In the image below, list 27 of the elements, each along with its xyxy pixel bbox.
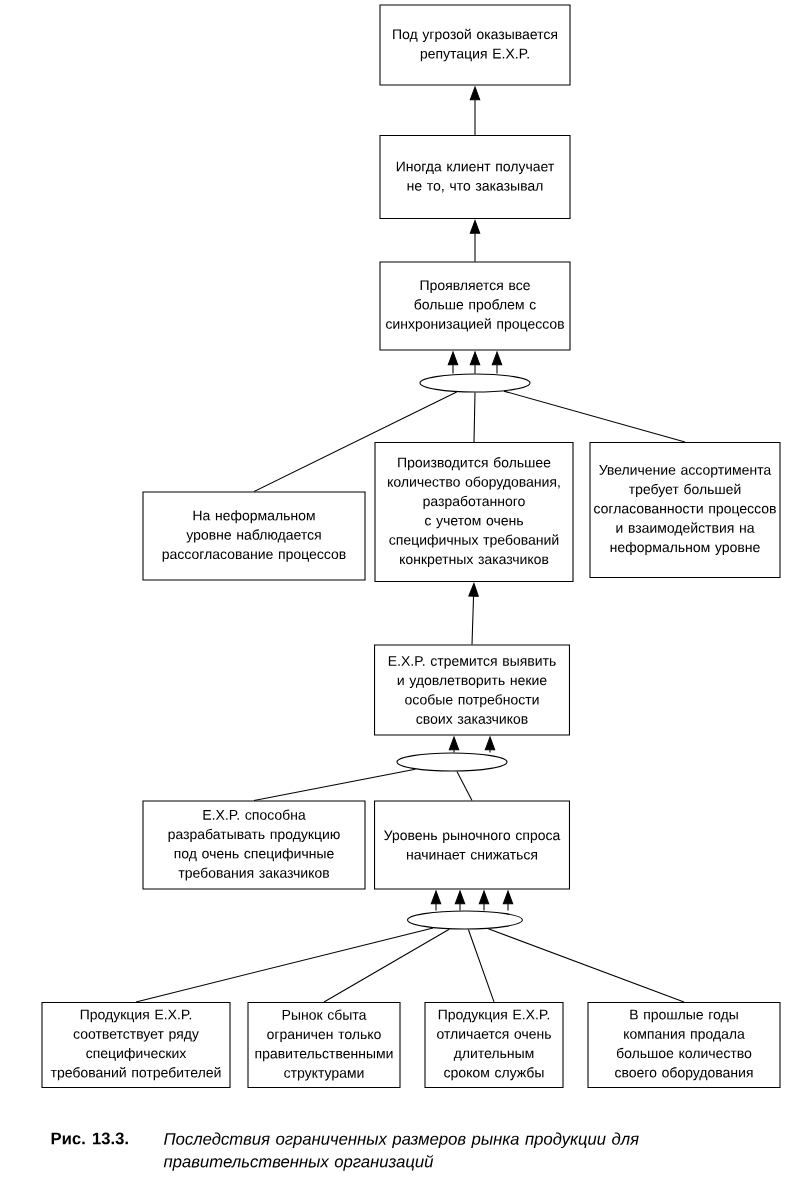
text-box: Продукция E.X.P. отличается очень длительным сроком службы [424, 1001, 564, 1089]
ellipse-connector [396, 752, 508, 772]
connector-line [473, 392, 476, 443]
figure-number: Рис. 13.3. [51, 1132, 128, 1145]
text-box: Проявляется все больше проблем с синхронизацией процессов [379, 261, 571, 351]
text-box: Рынок сбыта ограничен только правительственными структурами [247, 1001, 401, 1089]
ellipse-connector [407, 910, 523, 930]
text-box: В прошлые годы компания продала большое количество своего оборудования [587, 1001, 781, 1089]
connector-line [253, 768, 416, 801]
text-box: Под угрозой оказывается репутация E.X.P. [379, 4, 571, 86]
connector-line [503, 390, 686, 443]
text-box: Увеличение ассортимента требует большей согласованности процессов и взаимодействия на неформальном уровне [589, 442, 781, 578]
text-box: Иногда клиент получает не то, что заказывал [379, 135, 571, 219]
text-box: На неформальном уровне наблюдается рассогласование процессов [142, 491, 366, 581]
ellipse-connector [419, 373, 531, 393]
text-box: Производится большее количество оборудования, разработанного с учетом очень специфичных требований конкретных заказчиков [374, 442, 574, 582]
connector-line [323, 928, 450, 1003]
figure-caption: Последствия ограниченных размеров рынка продукции для правительственных организаций [163, 1132, 639, 1171]
connector-line [253, 391, 458, 492]
text-box: Продукция E.X.P. соответствует ряду специфических требований потребителей [41, 1001, 231, 1089]
connector-line [135, 927, 434, 1003]
connector-line [456, 770, 473, 801]
connector-line [467, 929, 495, 1003]
text-box: Уровень рыночного спроса начинает снижаться [374, 800, 570, 890]
connector-line [487, 928, 685, 1003]
text-box: E.X.P. способна разрабатывать продукцию под очень специфичные требования заказчиков [142, 800, 366, 890]
text-box: E.X.P. стремится выявить и удовлетворить некие особые потребности своих заказчиков [374, 644, 570, 736]
